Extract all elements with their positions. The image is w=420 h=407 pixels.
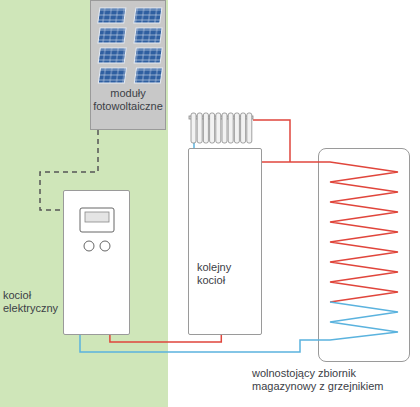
heating-coil-hot — [318, 162, 398, 302]
boiler-knob — [84, 241, 94, 251]
radiator-fin — [197, 113, 202, 143]
pv-panel — [134, 28, 162, 43]
hot-pipe — [262, 161, 318, 163]
node-label: moduły fotowoltaiczne — [93, 87, 163, 113]
boiler-knob — [100, 241, 110, 251]
radiator-fin — [241, 113, 246, 143]
cold-pipe — [80, 335, 318, 352]
heating-coil-cold — [318, 302, 398, 340]
radiator-fin — [191, 113, 196, 143]
pv-panel — [134, 48, 162, 63]
radiator-fin — [234, 113, 239, 143]
radiator-fin — [247, 113, 252, 143]
radiator-fin — [210, 113, 215, 143]
radiator-fin — [228, 113, 233, 143]
green-zone — [0, 0, 168, 407]
radiator-fin — [222, 113, 227, 143]
pv-panel — [98, 8, 126, 23]
boiler-display-frame — [80, 208, 114, 232]
pv-panel — [134, 68, 162, 83]
boiler: kolejny kocioł — [188, 148, 262, 335]
boiler-display — [85, 212, 109, 222]
pv-panel — [98, 28, 126, 43]
node-label: wolnostojący zbiornik magazynowy z grzej… — [252, 367, 414, 393]
pv-panel — [134, 8, 162, 23]
radiator-fin — [216, 113, 221, 143]
hot-pipe — [110, 335, 221, 342]
radiator-fin — [203, 113, 208, 143]
storage-tank: wolnostojący zbiornik magazynowy z grzej… — [318, 148, 410, 362]
pv-panel — [98, 68, 126, 83]
node-label: kolejny kocioł — [197, 261, 259, 287]
node-label: kocioł elektryczny — [3, 289, 62, 315]
pv-panel — [98, 48, 126, 63]
